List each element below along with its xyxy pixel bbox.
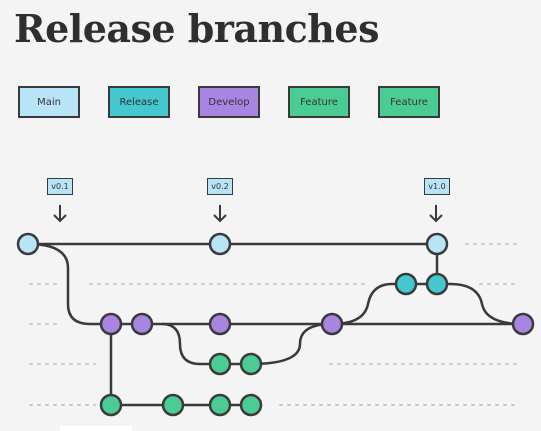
develop-commit: [99, 312, 123, 336]
legend-develop: Develop: [198, 86, 260, 118]
arrow-down-icon: [53, 205, 67, 223]
bottom-edge-chip: [60, 426, 132, 431]
legend-release: Release: [108, 86, 170, 118]
arrow-down-icon: [429, 205, 443, 223]
tag-v0-2: v0.2: [207, 178, 233, 195]
feature-commit: [161, 393, 185, 417]
page-title: Release branches: [14, 6, 379, 51]
dotted-lanes: [29, 243, 517, 406]
legend-main: Main: [18, 86, 80, 118]
main-commit-v0-2: [208, 232, 232, 256]
legend-feature: Feature: [288, 86, 350, 118]
develop-commit: [208, 312, 232, 336]
release-line: [331, 282, 524, 326]
commits: [16, 232, 535, 417]
tag-v0-1: v0.1: [47, 178, 73, 195]
release-commit: [425, 272, 449, 296]
feature-commit: [208, 352, 232, 376]
tag-v1-0: v1.0: [424, 178, 450, 195]
feature-commit: [208, 393, 232, 417]
main-commit-v1-0: [425, 232, 449, 256]
develop-commit: [320, 312, 344, 336]
feature-commit: [239, 393, 263, 417]
feature-commit: [99, 393, 123, 417]
main-commit-v0-1: [16, 232, 40, 256]
arrow-down-icon: [213, 205, 227, 223]
legend-feature-2: Feature: [378, 86, 440, 118]
tag-arrows: [53, 205, 443, 223]
develop-start: [27, 242, 111, 326]
release-commit: [394, 272, 418, 296]
develop-commit: [130, 312, 154, 336]
develop-commit: [511, 312, 535, 336]
feature-commit: [239, 352, 263, 376]
